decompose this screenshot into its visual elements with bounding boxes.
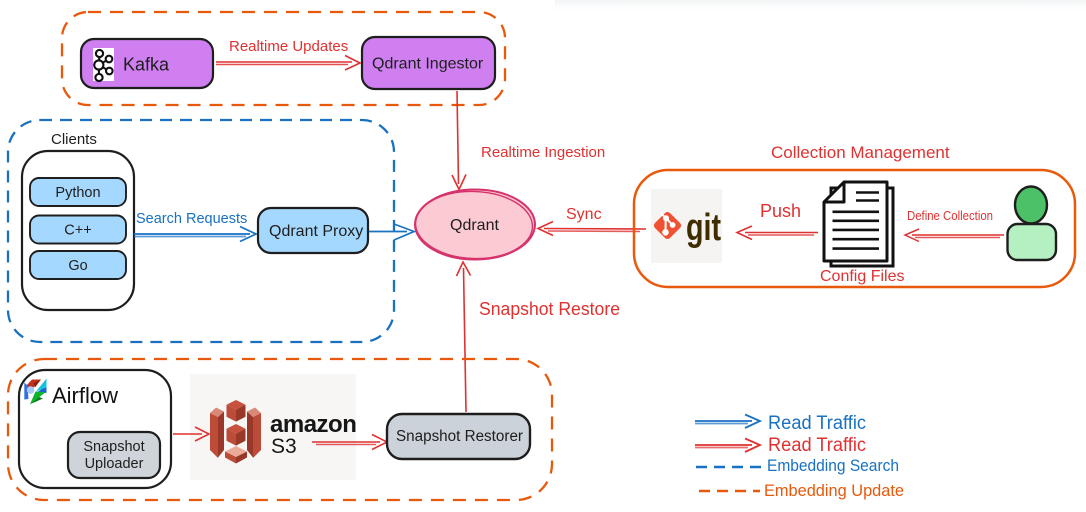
svg-text:Snapshot Restorer: Snapshot Restorer xyxy=(396,428,523,445)
svg-text:Realtime Ingestion: Realtime Ingestion xyxy=(481,144,605,161)
svg-text:Push: Push xyxy=(760,201,801,221)
svg-text:Collection Management: Collection Management xyxy=(771,143,950,162)
svg-text:Embedding Search: Embedding Search xyxy=(767,456,899,475)
svg-text:amazon: amazon xyxy=(270,411,356,438)
svg-text:C++: C++ xyxy=(64,223,91,239)
svg-text:S3: S3 xyxy=(271,435,297,458)
svg-text:Python: Python xyxy=(55,185,100,201)
svg-text:Go: Go xyxy=(68,258,87,274)
svg-text:Embedding Update: Embedding Update xyxy=(764,481,904,500)
svg-text:git: git xyxy=(686,207,721,249)
svg-text:Snapshot Restore: Snapshot Restore xyxy=(479,299,620,319)
svg-text:Define Collection: Define Collection xyxy=(907,209,993,223)
svg-text:Read Traffic: Read Traffic xyxy=(768,413,866,434)
svg-text:Qdrant Ingestor: Qdrant Ingestor xyxy=(372,56,484,73)
svg-text:Qdrant Proxy: Qdrant Proxy xyxy=(269,223,363,240)
svg-text:Qdrant: Qdrant xyxy=(450,217,499,234)
svg-text:Kafka: Kafka xyxy=(123,55,170,75)
svg-text:Search Requests: Search Requests xyxy=(136,211,247,227)
svg-text:Config Files: Config Files xyxy=(820,268,904,285)
svg-text:Sync: Sync xyxy=(566,206,602,223)
svg-text:Snapshot: Snapshot xyxy=(83,439,144,455)
svg-text:Clients: Clients xyxy=(51,131,97,148)
svg-text:Read Traffic: Read Traffic xyxy=(768,435,866,456)
svg-text:Realtime Updates: Realtime Updates xyxy=(229,38,348,55)
svg-text:Airflow: Airflow xyxy=(52,383,118,408)
svg-text:Uploader: Uploader xyxy=(85,456,144,472)
